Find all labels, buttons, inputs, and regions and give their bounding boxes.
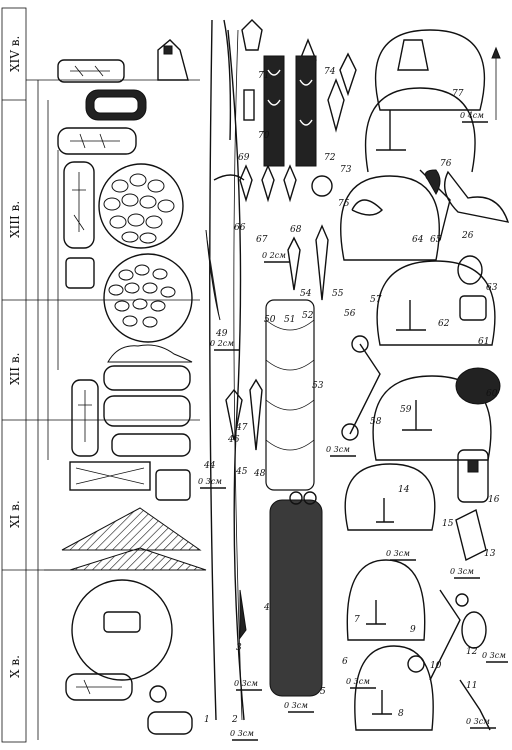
item-label-61: 61 [478,337,489,347]
scale-2cm-b: 0 2см [210,339,234,348]
item-label-6: 6 [342,657,348,667]
xii-graves [69,365,191,501]
kurgans [44,507,207,571]
item-label-71: 71 [258,71,269,81]
item-label-64: 64 [412,235,424,245]
item-label-70: 70 [258,131,270,141]
scale-2cm-a: 0 2см [262,251,286,260]
item-label-26: 26 [461,231,474,241]
item-label-55: 55 [332,289,344,299]
item-label-7: 7 [354,615,360,625]
swords [205,19,247,721]
item-label-53: 53 [312,381,324,391]
scale-3cm-j: 0 3см [466,717,490,726]
item-label-65: 65 [430,235,442,245]
item-label-77: 77 [452,89,464,99]
item-label-13: 13 [484,549,496,559]
item-label-69: 69 [238,153,250,163]
scale-3cm-c: 0 3см [386,549,410,558]
century-label-13: XIII в. [8,201,22,238]
burials [57,39,189,249]
x-century-mound [65,579,193,735]
item-label-59: 59 [400,405,412,415]
item-label-62: 62 [438,319,450,329]
scale-4cm: 0 4см [460,111,484,120]
item-label-67: 67 [256,235,268,245]
item-label-46: 46 [227,435,240,445]
item-label-16: 16 [488,495,500,505]
item-label-9: 9 [410,625,416,635]
item-label-45: 45 [235,467,248,477]
item-label-15: 15 [442,519,454,529]
item-label-1: 1 [204,715,210,725]
item-label-49: 49 [215,329,228,339]
bits-and-buckles [311,169,510,731]
item-label-74: 74 [324,67,336,77]
century-column: XIV в. XIII в. XII в. XI в. X в. [1,7,27,743]
item-label-11: 11 [466,681,477,691]
item-label-14: 14 [398,485,410,495]
item-label-66: 66 [234,223,246,233]
quivers [263,55,323,697]
scale-3cm-d: 0 3см [450,567,474,576]
stirrups [340,29,496,731]
item-label-48: 48 [253,469,266,479]
item-label-68: 68 [290,225,302,235]
scale-3cm-i: 0 3см [230,729,254,738]
item-label-3: 3 [236,643,242,653]
item-label-52: 52 [302,311,314,321]
century-label-12: XII в. [8,353,22,385]
item-label-76: 76 [440,159,452,169]
item-label-56: 56 [344,309,356,319]
scale-3cm-e: 0 3см [482,651,506,660]
item-label-10: 10 [430,661,442,671]
scale-3cm-a: 0 3см [326,445,350,454]
item-label-44: 44 [203,461,216,471]
item-label-12: 12 [466,647,478,657]
stone-mounds [65,163,193,363]
item-label-57: 57 [370,295,382,305]
item-label-8: 8 [398,709,404,719]
item-label-60: 60 [486,389,498,399]
right-arrow [491,46,501,120]
scale-3cm-g: 0 3см [234,679,258,688]
scale-3cm-f: 0 3см [346,677,370,686]
item-label-54: 54 [300,289,312,299]
item-label-5: 5 [320,687,326,697]
item-label-51: 51 [284,315,295,325]
century-label-11: XI в. [8,500,22,528]
item-label-73: 73 [340,165,352,175]
item-label-50: 50 [264,315,276,325]
scale-3cm-b: 0 3см [198,477,222,486]
item-label-75: 75 [338,199,350,209]
item-label-63: 63 [486,283,498,293]
item-label-72: 72 [324,153,336,163]
item-label-4: 4 [263,603,270,613]
item-label-47: 47 [235,423,248,433]
scale-bars: 0 4см 0 2см 0 3см 0 3см 0 3см 0 3см 0 3с… [198,111,508,741]
item-label-2: 2 [231,715,238,725]
item-label-58: 58 [370,417,382,427]
item-labels: 77 71 74 70 72 73 76 69 66 67 68 75 64 6… [203,67,500,725]
timeline-lines [26,79,200,740]
century-label-14: XIV в. [8,36,22,72]
century-label-10: X в. [8,655,22,678]
scale-3cm-h: 0 3см [284,701,308,710]
